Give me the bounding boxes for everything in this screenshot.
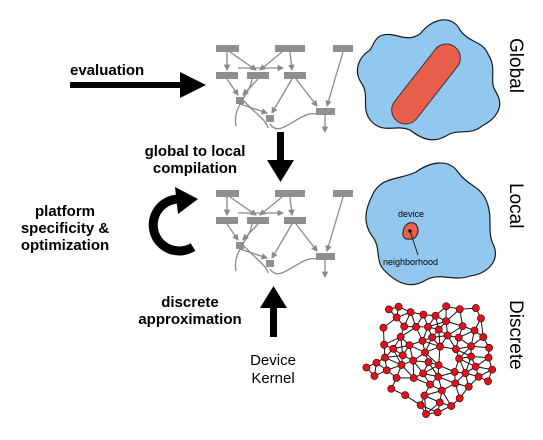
network-device-node [454, 333, 463, 342]
network-device-node [485, 343, 493, 352]
network-device-node [392, 313, 401, 322]
platform-specificity-label: platform specificity & optimization [20, 203, 110, 254]
network-device-node [362, 363, 371, 372]
global-field-shape [356, 19, 501, 141]
network-device-node [409, 374, 418, 382]
network-device-node [474, 372, 483, 381]
network-device-node [421, 348, 429, 357]
local-program-graph [216, 190, 353, 279]
network-device-node [381, 353, 389, 362]
network-device-node [447, 402, 456, 410]
neighborhood-label: neighborhood [383, 257, 439, 267]
discrete-device-network [362, 302, 497, 418]
network-device-node [416, 401, 425, 410]
network-device-node [389, 344, 398, 353]
network-device-node [435, 398, 444, 407]
network-device-node [434, 361, 443, 370]
network-device-node [434, 325, 443, 334]
network-device-node [451, 379, 460, 388]
network-device-node [479, 333, 488, 341]
network-device-node [442, 317, 450, 326]
network-device-node [394, 302, 403, 311]
discrete-approximation-label: discrete approximation [138, 294, 242, 328]
network-device-node [392, 373, 401, 382]
network-device-node [450, 368, 459, 376]
network-device-node [396, 333, 405, 341]
network-device-node [477, 314, 485, 323]
device-label: device [398, 209, 425, 219]
network-device-node [405, 341, 414, 350]
network-device-node [484, 353, 493, 362]
network-device-node [471, 304, 480, 312]
network-device-node [418, 336, 427, 345]
optimization-cycle-arrow [148, 187, 198, 256]
global-to-local-label: global to local compilation [144, 143, 246, 177]
network-device-node [467, 352, 476, 361]
network-device-node [458, 322, 467, 331]
network-device-node [419, 310, 428, 319]
network-device-node [434, 372, 443, 381]
network-device-node [443, 331, 452, 340]
network-device-node [387, 384, 396, 393]
network-device-node [380, 340, 388, 349]
network-device-node [424, 358, 433, 367]
network-device-node [401, 391, 410, 400]
network-device-node [484, 377, 492, 386]
network-device-node [382, 366, 391, 375]
network-device-node [470, 326, 479, 335]
network-device-node [455, 354, 463, 363]
network-device-node [420, 391, 429, 400]
network-device-node [379, 323, 388, 332]
network-device-node [385, 305, 393, 314]
network-device-node [372, 358, 381, 367]
network-device-node [398, 351, 407, 360]
device-kernel-label: Device Kernel [250, 352, 296, 387]
network-device-node [397, 361, 406, 369]
network-device-node [409, 356, 418, 365]
network-device-node [455, 305, 464, 314]
network-device-node [442, 302, 451, 311]
network-device-node [433, 408, 442, 417]
approximation-arrow [260, 286, 287, 337]
network-device-node [451, 345, 460, 354]
network-device-node [461, 369, 470, 377]
network-device-node [431, 311, 440, 320]
network-device-node [464, 382, 473, 391]
evaluation-label: evaluation [70, 62, 145, 79]
evaluation-arrow [70, 72, 206, 98]
network-device-node [422, 410, 430, 418]
network-device-node [455, 394, 464, 403]
compilation-arrow [267, 132, 294, 182]
network-device-node [467, 342, 476, 351]
global-program-graph [216, 45, 353, 134]
network-device-node [412, 323, 420, 331]
network-device-node [488, 365, 497, 374]
network-device-node [471, 362, 480, 371]
network-device-node [426, 380, 434, 389]
network-device-node [428, 333, 437, 342]
network-device-node [370, 372, 379, 380]
network-device-node [424, 322, 432, 331]
network-device-node [438, 386, 446, 395]
network-device-node [400, 322, 409, 331]
network-device-node [436, 342, 444, 351]
local-field-shape [365, 162, 496, 286]
network-device-node [419, 369, 428, 378]
network-device-node [406, 308, 415, 317]
